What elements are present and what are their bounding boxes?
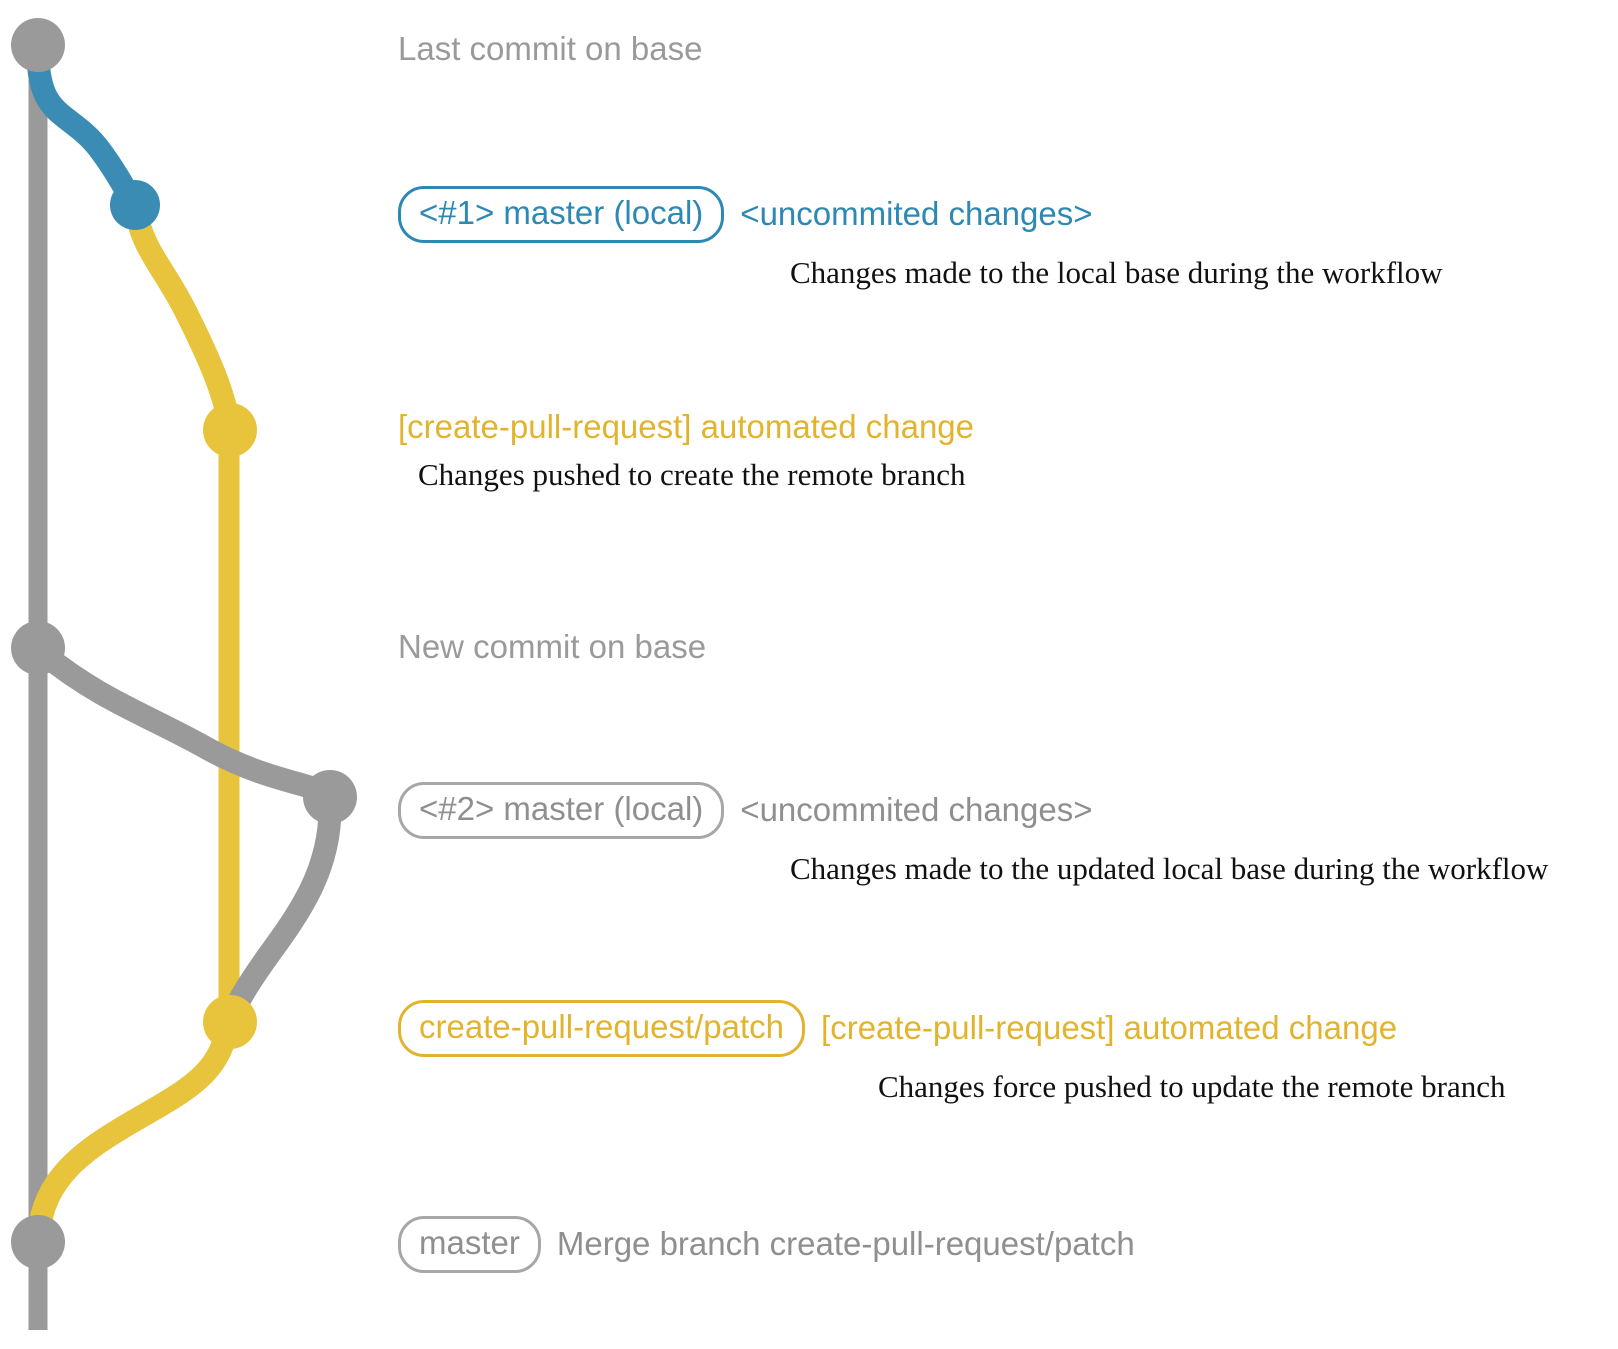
headline: master Merge branch create-pull-request/… — [398, 1216, 1135, 1273]
patch-branch-line-upper — [124, 200, 241, 436]
headline: <#2> master (local) <uncommited changes> — [398, 782, 1548, 839]
commit-subject: Merge branch create-pull-request/patch — [556, 1225, 1135, 1262]
annotation-local-commit-2: <#2> master (local) <uncommited changes>… — [398, 782, 1548, 887]
node-merge-master[interactable] — [11, 1215, 65, 1269]
annotation-new-commit-on-base: New commit on base — [398, 628, 706, 666]
ref-badge-local-1[interactable]: <#1> master (local) — [398, 186, 725, 243]
node-automated-change-2[interactable] — [203, 995, 257, 1049]
ref-badge-master[interactable]: master — [398, 1216, 541, 1273]
annotation-merge-master: master Merge branch create-pull-request/… — [398, 1216, 1135, 1273]
headline: Last commit on base — [398, 30, 702, 68]
git-graph-svg — [11, 18, 357, 1330]
ref-badge-local-2[interactable]: <#2> master (local) — [398, 782, 725, 839]
headline: create-pull-request/patch [create-pull-r… — [398, 1000, 1506, 1057]
commit-subject: Last commit on base — [398, 30, 703, 67]
commit-subject: New commit on base — [398, 628, 707, 665]
commit-note: Changes force pushed to update the remot… — [878, 1068, 1506, 1104]
headline: New commit on base — [398, 628, 706, 666]
commit-subject: [create-pull-request] automated change — [821, 1009, 1398, 1046]
headline: [create-pull-request] automated change — [398, 408, 975, 445]
annotation-last-commit-on-base: Last commit on base — [398, 30, 702, 68]
commit-note: Changes made to the updated local base d… — [790, 850, 1549, 886]
node-local-1[interactable] — [110, 180, 160, 230]
node-new-commit-on-base[interactable] — [11, 621, 65, 675]
node-last-commit-on-base[interactable] — [11, 18, 65, 72]
annotation-automated-change-2: create-pull-request/patch [create-pull-r… — [398, 1000, 1506, 1105]
ref-badge-patch[interactable]: create-pull-request/patch — [398, 1000, 806, 1057]
annotation-local-commit-1: <#1> master (local) <uncommited changes>… — [398, 186, 1443, 291]
commit-subject: [create-pull-request] automated change — [398, 408, 975, 445]
commit-subject: <uncommited changes> — [740, 791, 1093, 828]
git-graph — [0, 0, 400, 1344]
commit-note: Changes made to the local base during th… — [790, 254, 1443, 290]
node-automated-change-1[interactable] — [203, 403, 257, 457]
commit-subject: <uncommited changes> — [740, 195, 1093, 232]
commit-note: Changes pushed to create the remote bran… — [418, 456, 966, 492]
patch-merge-line — [27, 1020, 238, 1244]
headline: <#1> master (local) <uncommited changes> — [398, 186, 1443, 243]
node-local-2[interactable] — [303, 770, 357, 824]
local2-branch-line-in — [32, 642, 336, 804]
annotation-automated-change-1: [create-pull-request] automated change C… — [398, 408, 975, 493]
